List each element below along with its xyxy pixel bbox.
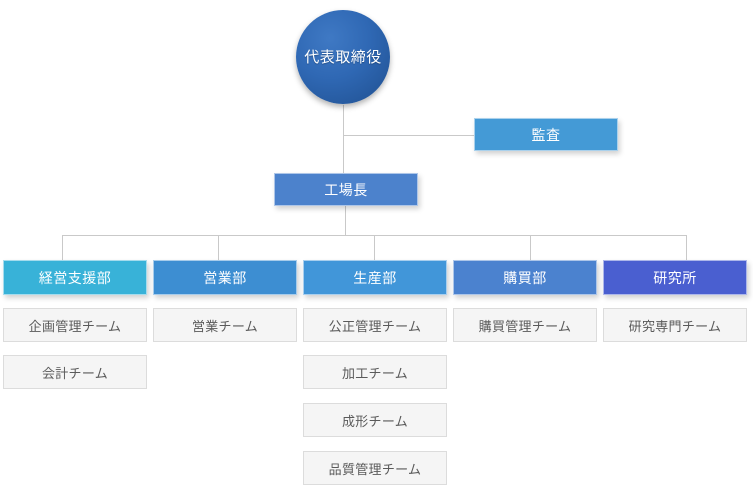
team-box[interactable]: 研究専門チーム — [603, 308, 747, 342]
dept-header-purchasing-label: 購買部 — [503, 269, 547, 286]
dept-header-research-label: 研究所 — [653, 269, 697, 286]
dept-header-research[interactable]: 研究所 — [603, 260, 747, 295]
team-label: 会計チーム — [41, 365, 109, 381]
team-box[interactable]: 加工チーム — [303, 355, 447, 389]
team-box[interactable]: 購買管理チーム — [453, 308, 597, 342]
team-label: 加工チーム — [341, 365, 409, 381]
connector-drop-production — [374, 235, 375, 260]
team-box[interactable]: 公正管理チーム — [303, 308, 447, 342]
connector-ceo-vertical — [343, 104, 344, 173]
team-label: 成形チーム — [341, 413, 409, 429]
node-plant-manager[interactable]: 工場長 — [274, 173, 418, 206]
node-ceo[interactable]: 代表取締役 — [296, 10, 390, 104]
team-label: 営業チーム — [191, 318, 259, 334]
dept-header-sales[interactable]: 営業部 — [153, 260, 297, 295]
team-box[interactable]: 会計チーム — [3, 355, 147, 389]
node-audit[interactable]: 監査 — [474, 118, 618, 151]
team-label: 研究専門チーム — [628, 318, 722, 334]
connector-ceo-to-audit — [343, 135, 475, 136]
dept-header-production[interactable]: 生産部 — [303, 260, 447, 295]
connector-drop-sales — [218, 235, 219, 260]
team-label: 公正管理チーム — [328, 318, 422, 334]
team-box[interactable]: 成形チーム — [303, 403, 447, 437]
team-label: 品質管理チーム — [328, 461, 422, 477]
team-box[interactable]: 品質管理チーム — [303, 451, 447, 485]
team-box[interactable]: 企画管理チーム — [3, 308, 147, 342]
dept-header-production-label: 生産部 — [353, 269, 397, 286]
node-ceo-label: 代表取締役 — [304, 48, 382, 66]
dept-header-management-support[interactable]: 経営支援部 — [3, 260, 147, 295]
node-plant-manager-label: 工場長 — [324, 181, 368, 198]
connector-drop-management-support — [62, 235, 63, 260]
dept-header-management-support-label: 経営支援部 — [38, 269, 112, 286]
team-box[interactable]: 営業チーム — [153, 308, 297, 342]
connector-plant-manager-vertical — [345, 206, 346, 236]
dept-header-purchasing[interactable]: 購買部 — [453, 260, 597, 295]
connector-drop-purchasing — [530, 235, 531, 260]
node-audit-label: 監査 — [531, 126, 561, 143]
team-label: 企画管理チーム — [28, 318, 122, 334]
dept-header-sales-label: 営業部 — [203, 269, 247, 286]
team-label: 購買管理チーム — [478, 318, 572, 334]
connector-drop-research — [686, 235, 687, 260]
